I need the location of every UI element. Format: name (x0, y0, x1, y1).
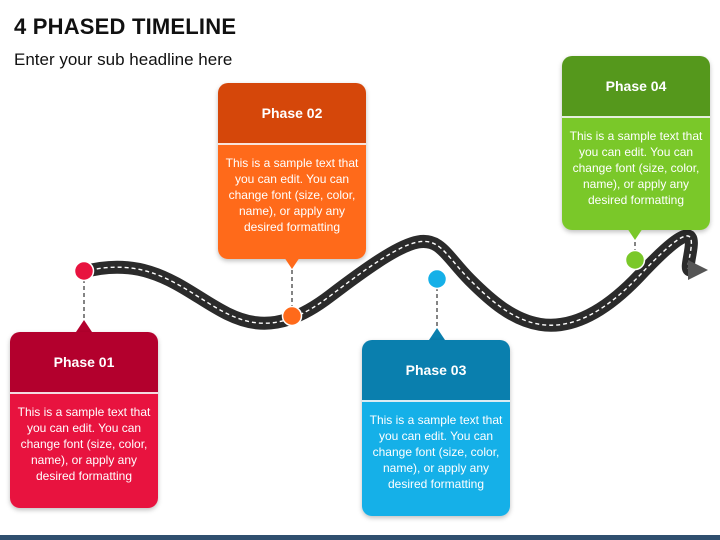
phase-04-body: This is a sample text that you can edit.… (562, 118, 710, 230)
phase-01-pointer (76, 320, 92, 332)
phase-02-body: This is a sample text that you can edit.… (218, 145, 366, 259)
phase-01-header: Phase 01 (10, 332, 158, 394)
page-title: 4 PHASED TIMELINE (14, 14, 237, 39)
phase-04-label: Phase 04 (605, 78, 667, 94)
phase-02-pointer (284, 257, 300, 269)
phase-04-pointer (627, 228, 643, 240)
phase-02-label: Phase 02 (261, 105, 323, 121)
footer-bar (0, 535, 720, 540)
phase-03-card: Phase 03 This is a sample text that you … (362, 340, 510, 516)
phase-03-label: Phase 03 (405, 362, 467, 378)
phase-03-header: Phase 03 (362, 340, 510, 402)
road-path (81, 229, 698, 332)
phase-03-pointer (429, 328, 445, 340)
phase-marker-4 (624, 249, 646, 271)
road-arrowhead (688, 260, 708, 280)
phase-01-label: Phase 01 (53, 354, 115, 370)
phase-04-header: Phase 04 (562, 56, 710, 118)
phase-01-body: This is a sample text that you can edit.… (10, 394, 158, 508)
road-center-line (82, 235, 693, 326)
phase-01-card: Phase 01 This is a sample text that you … (10, 332, 158, 508)
phase-marker-2 (281, 305, 303, 327)
phase-02-card: Phase 02 This is a sample text that you … (218, 83, 366, 259)
phase-02-header: Phase 02 (218, 83, 366, 145)
phase-04-card: Phase 04 This is a sample text that you … (562, 56, 710, 230)
page-subtitle: Enter your sub headline here (14, 50, 233, 69)
phase-marker-1 (73, 260, 95, 282)
phase-03-body: This is a sample text that you can edit.… (362, 402, 510, 516)
phase-marker-3 (426, 268, 448, 290)
